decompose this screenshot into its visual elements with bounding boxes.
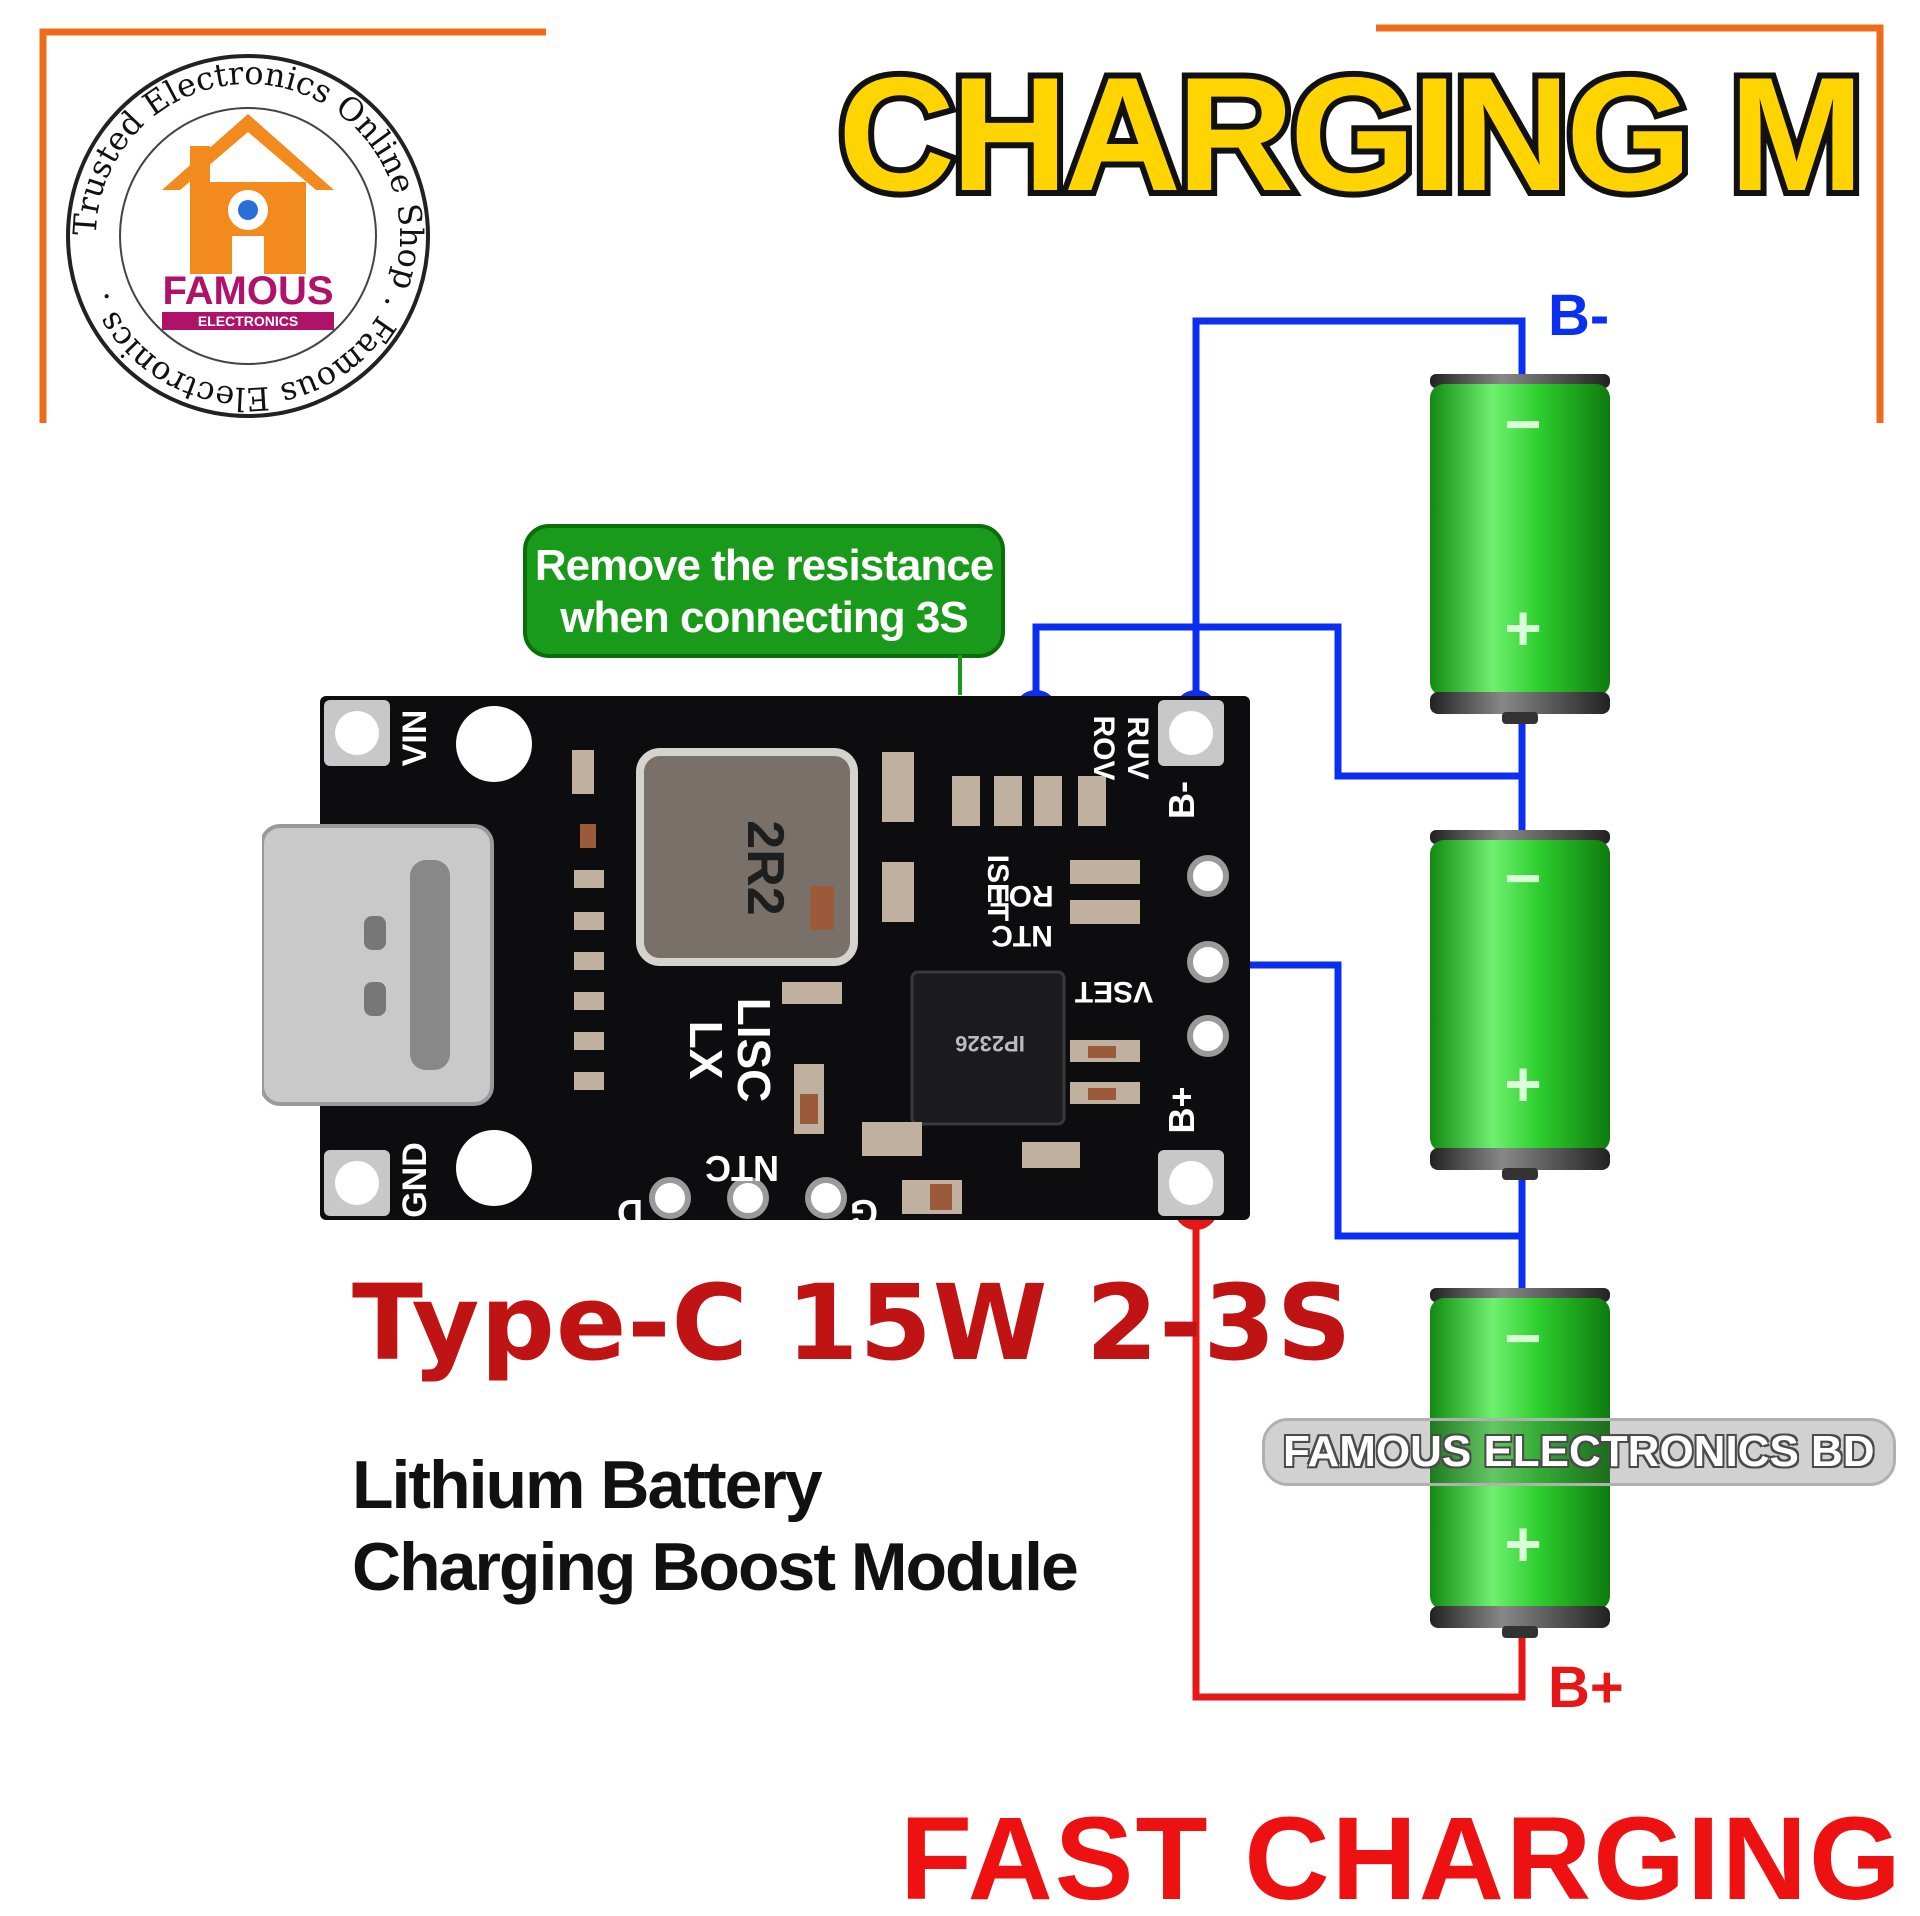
cell2-minus-sign: − <box>1504 842 1541 914</box>
cell1-minus-sign: − <box>1504 388 1541 460</box>
description-line-2: Charging Boost Module <box>352 1529 1079 1605</box>
pcb-label-ruv: RUV <box>1121 716 1154 779</box>
b-plus-label: B+ <box>1548 1655 1624 1720</box>
pcb-label-d: D <box>617 1192 643 1230</box>
pcb-module: VIN GND B- B+ LX LISC NTC D G RUV ROV IS… <box>262 696 1250 1230</box>
battery-2 <box>1430 830 1610 1180</box>
headline-text: CHARGING M <box>838 44 1860 220</box>
callout-line-1: Remove the resistance <box>534 541 994 590</box>
ic-chip <box>910 970 1066 1126</box>
inductor <box>636 748 858 966</box>
pcb-label-b-plus: B+ <box>1161 1086 1202 1133</box>
logo-sub: ELECTRONICS <box>198 313 298 329</box>
wire-b-plus <box>1192 1208 1526 1701</box>
wire-mid-1 <box>1032 623 1526 830</box>
headline: CHARGING M <box>832 40 1868 220</box>
pcb-label-rov: ROV <box>1087 715 1120 780</box>
callout-pointer <box>958 655 962 695</box>
description-line-1: Lithium Battery <box>352 1447 823 1523</box>
pcb-label-ntc: NTC <box>991 919 1053 952</box>
pcb-label-g: G <box>850 1192 878 1230</box>
pcb-label-gnd: GND <box>396 1142 434 1218</box>
cell3-plus-sign: + <box>1504 1508 1541 1580</box>
shop-logo-badge: Trusted Electronics Online Shop . Famous… <box>62 50 434 422</box>
watermark: FAMOUS ELECTRONICS BD <box>1262 1418 1896 1486</box>
battery-3 <box>1430 1288 1610 1638</box>
inductor-marking: 2R2 <box>736 820 794 915</box>
footer-text: FAST CHARGING <box>900 1795 1903 1910</box>
pcb-label-vin: VIN <box>396 710 434 767</box>
battery-stack: − + − + − + <box>1430 374 1610 1638</box>
wire-mid-2 <box>1206 961 1526 1290</box>
pcb-label-lisc: LISC <box>728 998 780 1103</box>
battery-1 <box>1430 374 1610 724</box>
usb-c-port <box>262 824 494 1106</box>
b-minus-label: B- <box>1548 283 1610 348</box>
logo-brand: FAMOUS <box>162 269 333 313</box>
cell3-minus-sign: − <box>1504 1302 1541 1374</box>
pcb-label-lx: LX <box>680 1021 732 1080</box>
cell2-plus-sign: + <box>1504 1048 1541 1120</box>
cell1-plus-sign: + <box>1504 592 1541 664</box>
pcb-label-vset: VSET <box>1075 975 1153 1008</box>
pcb-label-b-minus: B- <box>1161 781 1202 819</box>
pcb-label-rot: ROT <box>990 879 1053 912</box>
callout-box: Remove the resistance when connecting 3S <box>523 524 1005 658</box>
footer-banner: FAST CHARGING <box>900 1795 1903 1910</box>
product-title: Type-C 15W 2-3S <box>352 1262 1353 1384</box>
chip-marking: IP2326 <box>955 1031 1025 1056</box>
callout-line-2: when connecting 3S <box>560 593 968 642</box>
pcb-label-ntc-bottom: NTC <box>705 1148 779 1189</box>
wire-b-minus <box>1192 317 1526 712</box>
logo-seal-icon: Trusted Electronics Online Shop . Famous… <box>66 54 430 419</box>
pcb-label-iset: ISET <box>981 855 1014 922</box>
